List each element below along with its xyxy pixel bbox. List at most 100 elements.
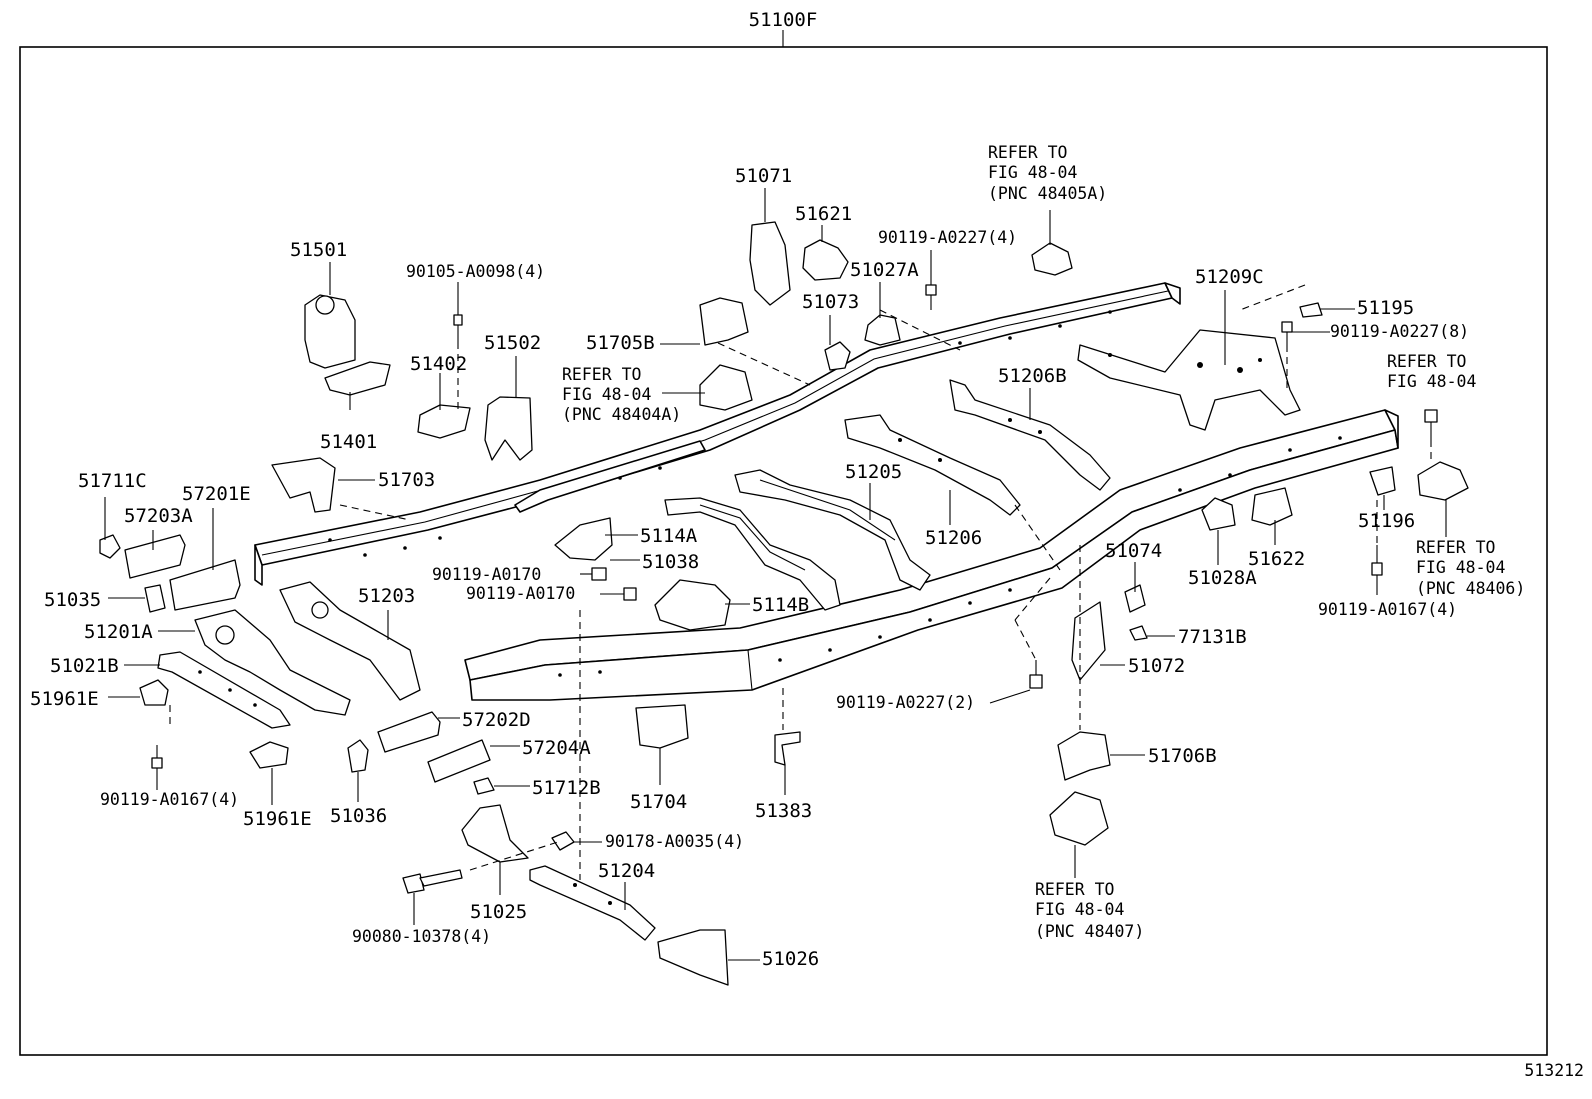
label-51196: 51196 bbox=[1358, 510, 1415, 532]
label-57202d: 57202D bbox=[462, 709, 531, 731]
label-51501: 51501 bbox=[290, 239, 347, 261]
label-51036: 51036 bbox=[330, 805, 387, 827]
part-51711c-bracket bbox=[99, 534, 121, 559]
label-51206: 51206 bbox=[925, 527, 982, 549]
part-57204a-bracket bbox=[427, 739, 491, 783]
part-48407-mount bbox=[1049, 791, 1109, 846]
part-51035-bracket bbox=[144, 584, 166, 613]
part-51703-bracket bbox=[271, 457, 336, 513]
label-51027a: 51027A bbox=[850, 259, 919, 281]
label-51203: 51203 bbox=[358, 585, 415, 607]
label-51205: 51205 bbox=[845, 461, 902, 483]
svg-text:(PNC 48406): (PNC 48406) bbox=[1416, 579, 1525, 598]
svg-text:REFER TO: REFER TO bbox=[1387, 352, 1466, 371]
label-51621: 51621 bbox=[795, 203, 852, 225]
part-51028a-mount bbox=[1201, 497, 1236, 531]
part-51036-bracket bbox=[347, 739, 369, 773]
svg-text:REFER TO: REFER TO bbox=[562, 365, 641, 384]
part-51072-bracket bbox=[1071, 601, 1106, 681]
label-51704: 51704 bbox=[630, 791, 687, 813]
bolt-90080-10378 bbox=[402, 869, 463, 894]
label-51712b: 51712B bbox=[532, 777, 601, 799]
part-51402-bracket bbox=[417, 404, 471, 439]
bolt-90119-a0170-a bbox=[591, 567, 607, 581]
refer-note-48405a: REFER TO FIG 48-04 (PNC 48405A) bbox=[988, 143, 1107, 203]
label-51206b: 51206B bbox=[998, 365, 1067, 387]
label-51961e-a: 51961E bbox=[30, 688, 99, 710]
label-51705b: 51705B bbox=[586, 332, 655, 354]
label-5114a: 5114A bbox=[640, 525, 698, 547]
svg-text:REFER TO: REFER TO bbox=[988, 143, 1067, 162]
label-51401: 51401 bbox=[320, 431, 377, 453]
part-51704-bracket bbox=[635, 704, 689, 749]
svg-text:FIG 48-04: FIG 48-04 bbox=[1387, 372, 1476, 391]
label-57204a: 57204A bbox=[522, 737, 591, 759]
part-57203a-bracket bbox=[124, 534, 186, 579]
label-90119-a0227-8: 90119-A0227(8) bbox=[1330, 322, 1469, 341]
crossmember-51209c bbox=[1077, 329, 1301, 431]
bolt-90119-a0227-a bbox=[925, 284, 937, 310]
bolt-90119-a0170-b bbox=[623, 587, 637, 601]
label-51021b: 51021B bbox=[50, 655, 119, 677]
part-51712b-clip bbox=[473, 777, 495, 795]
part-51401-bracket bbox=[324, 361, 391, 396]
svg-text:(PNC 48404A): (PNC 48404A) bbox=[562, 405, 681, 424]
part-labels: 51501 51401 90105-A0098(4) 51402 51502 5… bbox=[30, 165, 1469, 970]
label-51028a: 51028A bbox=[1188, 567, 1257, 589]
part-51195-plate bbox=[1299, 302, 1323, 318]
svg-text:FIG 48-04: FIG 48-04 bbox=[562, 385, 651, 404]
refer-note-48404: REFER TO FIG 48-04 bbox=[1387, 352, 1476, 391]
svg-text:FIG 48-04: FIG 48-04 bbox=[1416, 558, 1505, 577]
label-51502: 51502 bbox=[484, 332, 541, 354]
label-51026: 51026 bbox=[762, 948, 819, 970]
label-51622: 51622 bbox=[1248, 548, 1305, 570]
nut-90178-a0035 bbox=[551, 831, 575, 851]
part-48406-mount bbox=[1417, 461, 1469, 501]
frame-rail-left bbox=[254, 282, 1181, 586]
svg-text:FIG 48-04: FIG 48-04 bbox=[1035, 900, 1124, 919]
part-51025-bracket bbox=[461, 804, 529, 863]
part-51383-bracket bbox=[774, 731, 801, 766]
label-51204: 51204 bbox=[598, 860, 655, 882]
label-90119-a0167-a: 90119-A0167(4) bbox=[100, 790, 239, 809]
crossmember-51204 bbox=[529, 865, 656, 941]
crossmember-51021b bbox=[157, 651, 291, 729]
part-51073-bracket bbox=[824, 341, 851, 371]
part-57202d-bracket bbox=[377, 711, 441, 753]
part-51026-bracket bbox=[657, 929, 729, 986]
label-51201a: 51201A bbox=[84, 621, 153, 643]
crossmember-51205 bbox=[734, 469, 931, 591]
frame-rail-right bbox=[464, 409, 1399, 701]
label-51209c: 51209C bbox=[1195, 266, 1264, 288]
label-90119-a0170-a: 90119-A0170 bbox=[432, 565, 541, 584]
label-51195: 51195 bbox=[1357, 297, 1414, 319]
refer-note-48404a: REFER TO FIG 48-04 (PNC 48404A) bbox=[562, 365, 681, 424]
svg-text:REFER TO: REFER TO bbox=[1035, 880, 1114, 899]
part-48405a-mount bbox=[1031, 242, 1073, 276]
assembly-label: 51100F bbox=[749, 9, 818, 31]
bolt-90119-a0227-c bbox=[1029, 660, 1043, 689]
part-51622-bracket bbox=[1251, 487, 1293, 526]
part-51621-bracket bbox=[802, 239, 849, 281]
bolt-refer-48404 bbox=[1424, 409, 1438, 440]
part-48404a-mount bbox=[699, 364, 753, 411]
label-90119-a0227-4: 90119-A0227(4) bbox=[878, 228, 1017, 247]
svg-text:FIG 48-04: FIG 48-04 bbox=[988, 163, 1077, 182]
label-51073: 51073 bbox=[802, 291, 859, 313]
label-90178-a0035: 90178-A0035(4) bbox=[605, 832, 744, 851]
part-51196-bracket bbox=[1369, 466, 1396, 496]
frame-holes bbox=[328, 310, 1342, 677]
label-5114b: 5114B bbox=[752, 594, 809, 616]
label-51402: 51402 bbox=[410, 353, 467, 375]
bolt-90119-a0227-b bbox=[1281, 321, 1293, 345]
assembly-dash-lines bbox=[169, 284, 1432, 880]
part-51501-bracket bbox=[304, 294, 356, 369]
crossmember-51206b bbox=[949, 379, 1111, 491]
crossmember-51206 bbox=[844, 414, 1021, 516]
part-51961e-mount-b bbox=[249, 741, 289, 769]
label-90080-10378: 90080-10378(4) bbox=[352, 927, 491, 946]
label-57203a: 57203A bbox=[124, 505, 193, 527]
label-90119-a0170-b: 90119-A0170 bbox=[466, 584, 575, 603]
part-51027a-mount bbox=[864, 314, 901, 346]
crossmember-51038 bbox=[664, 497, 841, 611]
